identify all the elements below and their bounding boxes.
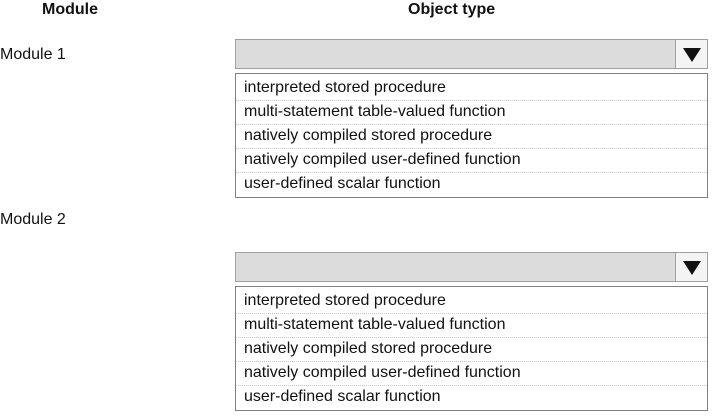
header-object-type: Object type <box>408 1 496 18</box>
module-2-option[interactable]: user-defined scalar function <box>244 388 441 405</box>
module-2-option[interactable]: natively compiled user-defined function <box>236 362 707 386</box>
module-1-option[interactable]: multi-statement table-valued function <box>236 101 707 125</box>
module-2-label: Module 2 <box>0 211 66 228</box>
module-2-option[interactable]: natively compiled stored procedure <box>236 338 707 362</box>
header-module: Module <box>42 1 98 18</box>
module-1-option-list: interpreted stored procedure multi-state… <box>235 73 708 198</box>
module-1-select[interactable] <box>235 39 708 69</box>
dropdown-arrow-icon[interactable] <box>675 253 707 281</box>
module-1-option[interactable]: user-defined scalar function <box>244 175 441 192</box>
module-2-select[interactable] <box>235 252 708 282</box>
module-2-dropdown: interpreted stored procedure multi-state… <box>235 252 708 411</box>
module-1-dropdown: interpreted stored procedure multi-state… <box>235 39 708 198</box>
module-1-option[interactable]: natively compiled stored procedure <box>236 125 707 149</box>
module-2-option[interactable]: interpreted stored procedure <box>236 290 707 314</box>
module-1-label: Module 1 <box>0 46 66 63</box>
module-2-option-list: interpreted stored procedure multi-state… <box>235 286 708 411</box>
module-1-option[interactable]: interpreted stored procedure <box>236 77 707 101</box>
module-1-option[interactable]: natively compiled user-defined function <box>236 149 707 173</box>
dropdown-arrow-icon[interactable] <box>675 40 707 68</box>
module-2-option[interactable]: multi-statement table-valued function <box>236 314 707 338</box>
